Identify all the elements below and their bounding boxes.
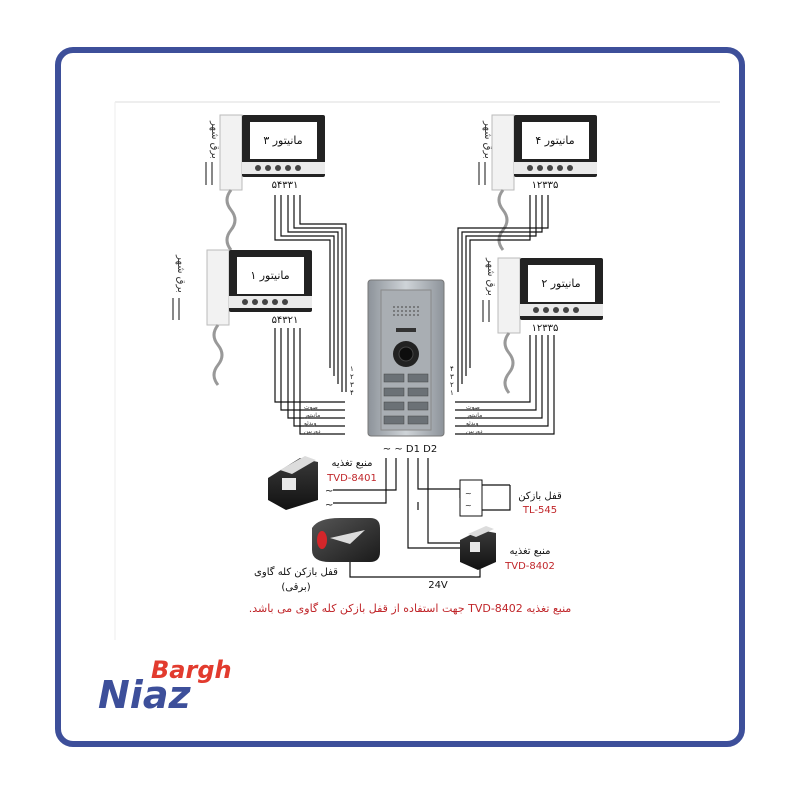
monitor-1-label: مانیتور ۱ [250,269,289,282]
monitor-2-terminals: ۱۲۳۳۵ [532,323,559,334]
svg-text:۱: ۱ [450,389,454,397]
power-supply-1-model: TVD-8401 [326,473,377,484]
monitor-3-handset-cord [225,189,237,251]
logo-top-text: Bargh [151,656,232,684]
power-supply-2-model: TVD-8402 [504,561,555,572]
skull-lock-subtitle: (برقی) [281,582,310,593]
svg-text:دوربین: دوربین [304,428,321,435]
lock-tl-model: TL-545 [522,505,557,516]
monitor-3-handset [219,114,243,191]
svg-text:مانیتور: مانیتور [465,412,482,419]
monitor-1-handset [206,249,230,326]
door-panel-buttons [383,373,429,425]
svg-text:۳: ۳ [450,373,454,381]
monitor-3-terminals: ۵۴۳۳۱ [272,180,299,191]
monitor-3-label: مانیتور ۳ [263,134,302,147]
left-wire-labels: صوت مانیتور ویدئو دوربین [303,404,321,435]
svg-text:~: ~ [465,501,472,510]
voltage-label: 24V [428,580,448,591]
svg-text:صوت: صوت [466,404,480,411]
monitor-1: برق شهر مانیتور ۱ ۵۴۳۲۱ [172,249,312,386]
right-panel-terminals: ۴ ۳ ۲ ۱ [450,365,454,397]
wiring-monitor-2 [455,335,555,435]
svg-text:۳: ۳ [350,381,354,389]
svg-text:۴: ۴ [350,389,354,397]
svg-text:مانیتور: مانیتور [303,412,320,419]
monitor-4-screen [522,122,589,159]
monitor-4-terminals: ۱۲۳۳۵ [532,180,559,191]
logo-bottom-text: Niaz [98,673,191,717]
power-supply-1 [268,456,318,510]
svg-text:۲: ۲ [350,373,354,381]
skull-lock-title: قفل بازکن کله گاوی [254,566,338,578]
monitor-2-power-label: برق شهر [485,257,496,296]
monitor-4: برق شهر مانیتور ۴ ۱۲۳۳۵ [478,114,597,251]
svg-text:دوربین: دوربین [466,428,483,435]
monitor-4-handset-cord [497,189,509,251]
lock-tl-title: قفل بازکن [518,491,562,502]
wiring-monitor-4 [457,195,549,392]
door-panel-speaker [393,306,419,316]
power-supply-2-title: منبع تغذیه [510,546,551,557]
monitor-3-power-label: برق شهر [209,120,220,159]
skull-lock-red-light [317,531,327,549]
monitor-1-screen [237,257,304,294]
power-supply-1-title: منبع تغذیه [332,458,373,469]
monitor-3: برق شهر مانیتور ۳ ۵۴۳۳۱ [205,114,325,251]
monitor-1-handset-cord [212,324,224,386]
right-wire-labels: صوت مانیتور ویدئو دوربین [465,404,483,435]
lock-tl-box [459,479,483,517]
monitor-3-screen [250,122,317,159]
footnote: منبع تغذیه TVD-8402 جهت استفاده از قفل ب… [249,602,572,615]
left-panel-terminals: ۱ ۲ ۳ ۴ [350,365,354,397]
monitor-1-power-label: برق شهر [175,254,186,293]
svg-text:~: ~ [325,500,333,511]
door-panel-bottom-terminals: ~ ~ D1 D2 [383,444,437,455]
monitor-4-label: مانیتور ۴ [535,134,574,147]
wiring-monitor-1 [274,328,345,435]
svg-text:ویدئو: ویدئو [303,420,317,427]
door-panel [367,279,445,437]
monitor-4-handset [491,114,515,191]
power-supply-2 [460,526,496,570]
bargh-niaz-logo: Bargh Niaz [98,656,232,717]
monitor-2-screen [528,265,595,302]
monitor-4-power-label: برق شهر [482,120,493,159]
svg-text:۱: ۱ [350,365,354,373]
svg-text:صوت: صوت [304,404,318,411]
monitor-1-terminals: ۵۴۳۲۱ [272,315,299,326]
skull-lock [312,518,380,562]
bottom-wiring [333,458,511,578]
monitor-2-label: مانیتور ۲ [541,277,580,290]
monitor-2: برق شهر مانیتور ۲ ۱۲۳۳۵ [482,257,603,394]
monitor-2-handset [497,257,521,334]
svg-text:۲: ۲ [450,381,454,389]
monitor-2-handset-cord [503,332,515,394]
svg-text:۴: ۴ [450,365,454,373]
svg-text:~: ~ [325,486,333,497]
svg-text:~: ~ [465,489,472,498]
svg-text:ویدئو: ویدئو [465,420,479,427]
wiring-monitor-3 [274,195,347,392]
